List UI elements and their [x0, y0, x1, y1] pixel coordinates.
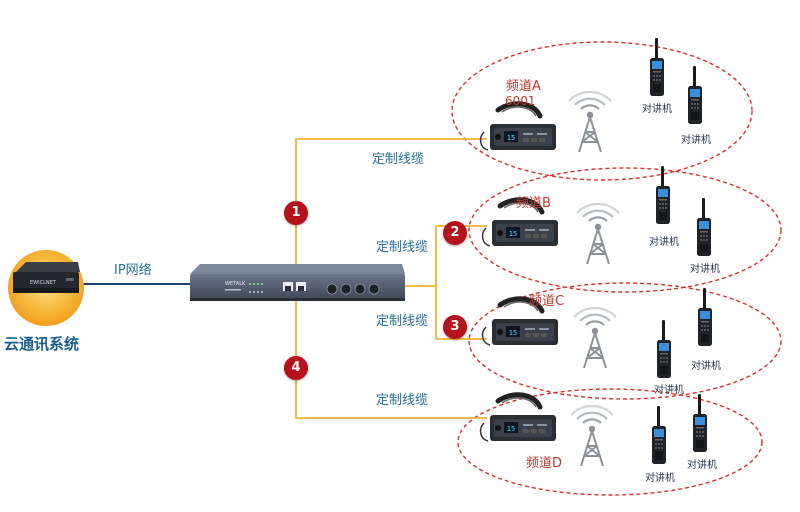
- cable-label-d: 定制线缆: [376, 393, 429, 408]
- cable-label-a: 定制线缆: [372, 152, 425, 167]
- tower-icon: [575, 202, 621, 266]
- cloud-device-icon: EWICLNET: [8, 250, 84, 326]
- gateway-brand: WETALK: [225, 281, 246, 287]
- walkie-talkie-icon: [652, 406, 666, 464]
- radio-label-b1: 对讲机: [649, 237, 679, 248]
- badge-1: 1: [284, 201, 308, 225]
- walkie-talkie-icon: [688, 66, 702, 124]
- radio-label-a1: 对讲机: [642, 104, 672, 115]
- radio-label-b2: 对讲机: [690, 264, 720, 275]
- channel-d-group: [457, 388, 763, 496]
- radio-label-d1: 对讲机: [645, 473, 675, 484]
- cloud-device-brand: EWICLNET: [30, 280, 57, 286]
- custom-cables: [295, 138, 487, 419]
- tower-icon: [569, 404, 615, 468]
- channel-a-number: 6001: [505, 94, 536, 108]
- walkie-talkie-icon: [697, 198, 711, 256]
- badge-3: 3: [443, 315, 467, 339]
- badge-4: 4: [284, 356, 308, 380]
- gateway-icon: WETALK: [190, 264, 405, 301]
- ip-network-label: IP网络: [114, 263, 152, 278]
- channel-a-group: [451, 41, 753, 181]
- cable-label-b: 定制线缆: [376, 240, 429, 255]
- radio-label-a2: 对讲机: [681, 135, 711, 146]
- mobile-radio-icon: [481, 104, 556, 150]
- channel-b-group: [468, 167, 782, 293]
- walkie-talkie-icon: [693, 394, 707, 452]
- radio-label-d2: 对讲机: [687, 460, 717, 471]
- radio-label-c1: 对讲机: [654, 385, 684, 396]
- channel-c-group: [468, 282, 782, 400]
- badge-2: 2: [443, 221, 467, 245]
- tower-icon: [572, 306, 618, 370]
- channel-c-name: 频道C: [529, 294, 565, 309]
- cloud-system-label: 云通讯系统: [4, 335, 80, 353]
- channel-d-name: 频道D: [526, 456, 563, 471]
- walkie-talkie-icon: [650, 38, 664, 96]
- walkie-talkie-icon: [657, 320, 671, 378]
- tower-icon: [567, 90, 613, 154]
- cable-label-c: 定制线缆: [376, 314, 429, 329]
- walkie-talkie-icon: [698, 288, 712, 346]
- radio-label-c2: 对讲机: [691, 361, 721, 372]
- channel-b-name: 频道B: [516, 196, 551, 211]
- channel-a-name: 频道A: [506, 79, 541, 94]
- mobile-radio-icon: [481, 395, 556, 441]
